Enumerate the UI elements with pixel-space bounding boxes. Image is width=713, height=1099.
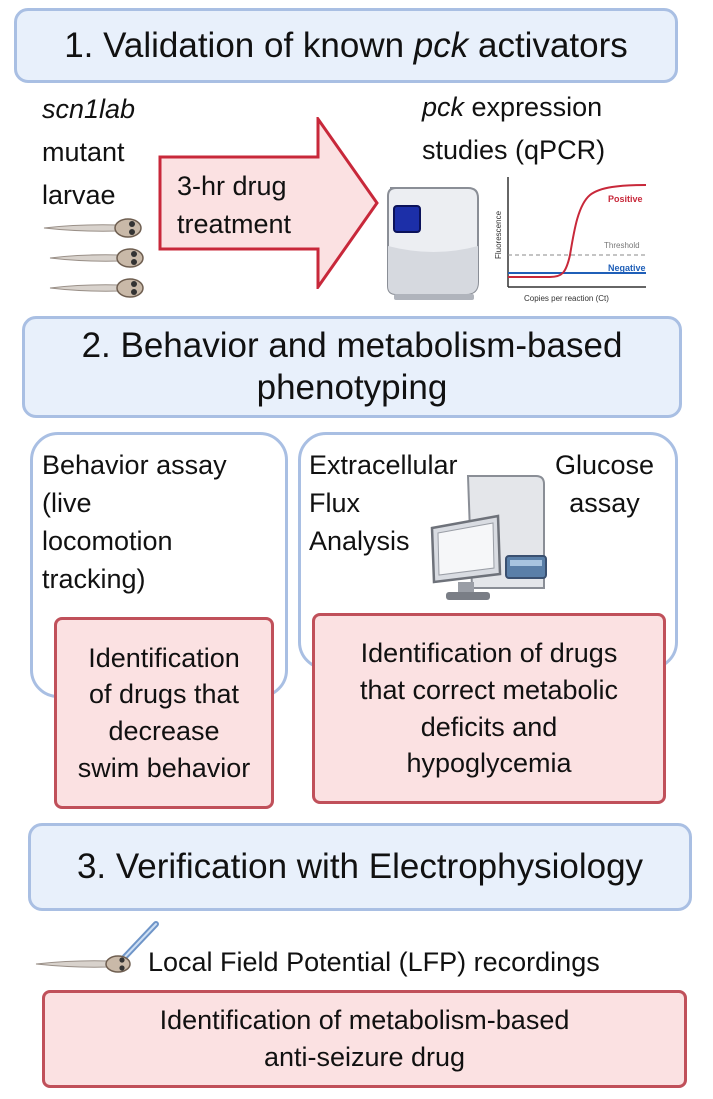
glucose-label: Glucose assay <box>555 450 655 518</box>
result-behavior-box: Identification of drugs that decrease sw… <box>54 617 274 809</box>
step3-title: 3. Verification with Electrophysiology <box>76 847 644 886</box>
expression-gene: pck <box>422 92 465 122</box>
expression-label: pck expression studies (qPCR) <box>422 86 605 172</box>
expression-line1: expression <box>464 92 603 122</box>
flux-label: Extracellular Flux Analysis <box>309 450 458 556</box>
step3-box: 3. Verification with Electrophysiology <box>28 823 692 911</box>
larva-icon-2 <box>49 248 144 268</box>
treatment-arrow <box>158 117 379 289</box>
larvae-label: scn1lab mutant larvae <box>42 88 135 217</box>
qpcr-chart: Fluorescence Copies per reaction (Ct) Po… <box>494 177 647 303</box>
chart-ylabel: Fluorescence <box>494 210 503 259</box>
step2-box: 2. Behavior and metabolism-based phenoty… <box>22 316 682 418</box>
step2-title: 2. Behavior and metabolism-based phenoty… <box>81 326 623 407</box>
arrow-label: 3-hr drug treatment <box>177 171 292 239</box>
chart-negative-label: Negative <box>608 263 646 273</box>
lfp-electrode-icon <box>35 921 159 973</box>
chart-threshold-label: Threshold <box>604 241 640 250</box>
expression-line2: studies (qPCR) <box>422 135 606 165</box>
result-metabolic-box: Identification of drugs that correct met… <box>312 613 666 804</box>
larvae-line3: larvae <box>42 180 116 210</box>
larva-icon-3 <box>49 278 144 298</box>
larvae-genotype: scn1lab <box>42 94 136 124</box>
flux-analyzer-icon <box>430 475 547 600</box>
step1-box: 1. Validation of known pck activators <box>14 8 678 83</box>
chart-xlabel: Copies per reaction (Ct) <box>524 294 609 303</box>
larvae-line2: mutant <box>42 137 125 167</box>
result-final-box: Identification of metabolism-based anti-… <box>42 990 687 1088</box>
behavior-label: Behavior assay (live locomotion tracking… <box>42 450 227 594</box>
positive-curve <box>508 184 647 278</box>
step1-title: 1. Validation of known pck activators <box>64 25 628 65</box>
lfp-label: Local Field Potential (LFP) recordings <box>148 947 600 977</box>
larva-icon-1 <box>43 218 142 238</box>
larvae-icons <box>43 218 144 298</box>
qpcr-machine-icon <box>387 187 479 300</box>
chart-positive-label: Positive <box>608 194 643 204</box>
